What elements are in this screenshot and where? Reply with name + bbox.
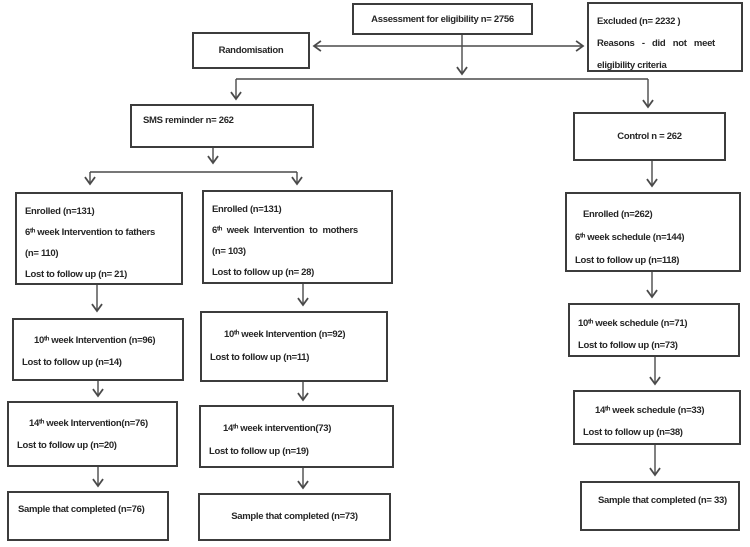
box-excluded: Excluded (n= 2232 ) Reasons - did not me… <box>587 2 743 72</box>
box-line: 10ᵗʰ week Intervention (n=96) <box>34 335 156 346</box>
box-line: 10ᵗʰ week schedule (n=71) <box>578 318 688 329</box>
box-line: (n= 103) <box>212 246 246 257</box>
box-line: Sample that completed (n= 33) <box>598 495 727 506</box>
box-line: Randomisation <box>218 45 284 56</box>
box-line: Lost to follow up (n=20) <box>17 440 117 451</box>
box-enrolled-mothers: Enrolled (n=131) 6ᵗʰ week Intervention t… <box>202 190 393 284</box>
box-week14-mothers: 14ᵗʰ week intervention(73) Lost to follo… <box>199 405 394 468</box>
box-line: Lost to follow up (n=11) <box>210 352 310 363</box>
box-week14-fathers: 14ᵗʰ week Intervention(n=76) Lost to fol… <box>7 401 178 467</box>
box-line: Lost to follow up (n= 28) <box>212 267 315 278</box>
box-line: Lost to follow up (n=19) <box>209 446 309 457</box>
box-sample-completed-mothers: Sample that completed (n=73) <box>198 493 391 541</box>
box-week10-mothers: 10ᵗʰ week Intervention (n=92) Lost to fo… <box>200 311 388 382</box>
box-randomisation: Randomisation <box>192 32 310 69</box>
box-line: Lost to follow up (n=118) <box>575 255 680 266</box>
box-line: Sample that completed (n=76) <box>18 504 145 515</box>
box-line: Assessment for eligibility n= 2756 <box>371 13 514 25</box>
box-line: eligibility criteria <box>597 60 667 71</box>
box-line: 6ᵗʰ week Intervention to fathers <box>25 227 156 238</box>
box-line: Enrolled (n=262) <box>583 209 653 220</box>
box-line: Lost to follow up (n=38) <box>583 427 683 438</box>
box-line: (n= 110) <box>25 248 59 259</box>
box-line: SMS reminder n= 262 <box>143 115 234 126</box>
box-week14-control: 14ᵗʰ week schedule (n=33) Lost to follow… <box>573 390 741 445</box>
box-control: Control n = 262 <box>573 112 726 161</box>
box-week10-control: 10ᵗʰ week schedule (n=71) Lost to follow… <box>568 303 740 357</box>
box-line: Enrolled (n=131) <box>25 206 95 217</box>
box-enrolled-fathers: Enrolled (n=131) 6ᵗʰ week Intervention t… <box>15 192 183 285</box>
box-enrolled-control: Enrolled (n=262) 6ᵗʰ week schedule (n=14… <box>565 192 741 272</box>
box-line: Sample that completed (n=73) <box>231 511 358 522</box>
box-week10-fathers: 10ᵗʰ week Intervention (n=96) Lost to fo… <box>12 318 184 381</box>
box-sample-completed-control: Sample that completed (n= 33) <box>580 481 740 531</box>
box-line: Reasons - did not meet <box>597 38 715 49</box>
box-line: Control n = 262 <box>617 131 682 142</box>
box-line: 14ᵗʰ week schedule (n=33) <box>595 405 705 416</box>
box-line: Excluded (n= 2232 ) <box>597 16 681 27</box>
box-sms-reminder: SMS reminder n= 262 <box>130 104 314 148</box>
box-line: Lost to follow up (n=14) <box>22 357 122 368</box>
box-line: Enrolled (n=131) <box>212 204 282 215</box>
box-line: Lost to follow up (n=73) <box>578 340 678 351</box>
box-line: 14ᵗʰ week intervention(73) <box>223 423 332 434</box>
box-sample-completed-fathers: Sample that completed (n=76) <box>7 491 169 541</box>
box-line: Lost to follow up (n= 21) <box>25 269 128 280</box>
box-line: 6ᵗʰ week Intervention to mothers <box>212 225 358 236</box>
box-line: 6ᵗʰ week schedule (n=144) <box>575 232 685 243</box>
box-line: 10ᵗʰ week Intervention (n=92) <box>224 329 346 340</box>
box-line: 14ᵗʰ week Intervention(n=76) <box>29 418 148 429</box>
box-assessment-eligibility: Assessment for eligibility n= 2756 <box>352 3 533 35</box>
